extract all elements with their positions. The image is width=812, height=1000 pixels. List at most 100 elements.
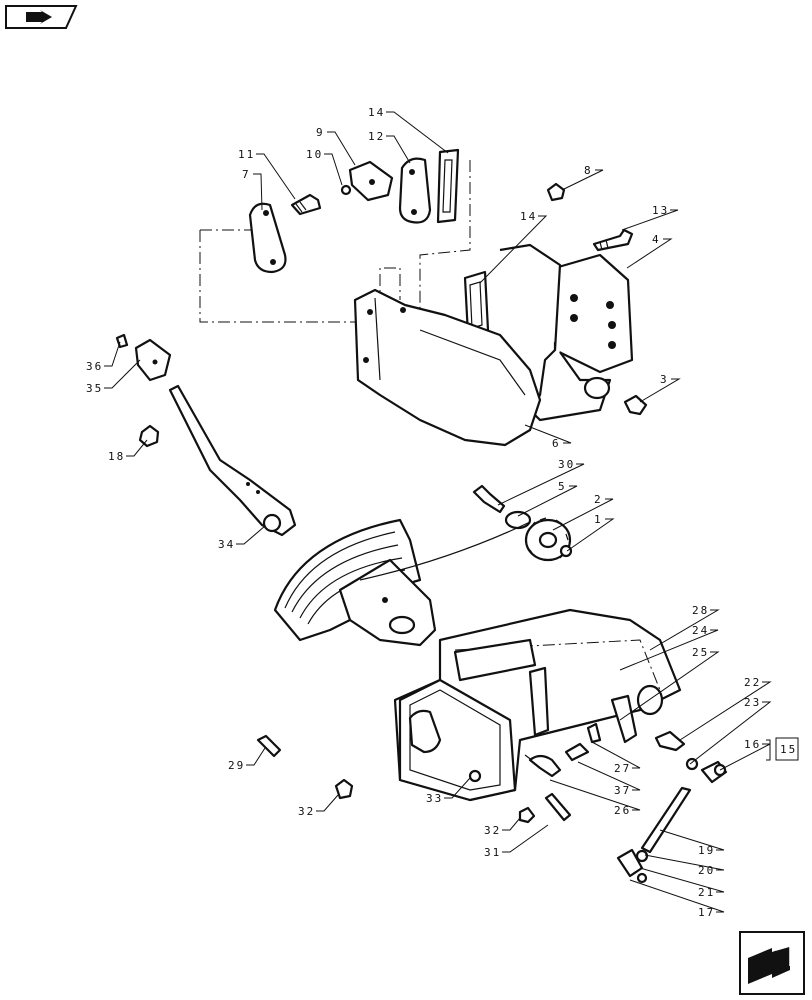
leader-27 bbox=[591, 741, 641, 769]
callout-26: 26 bbox=[614, 804, 631, 817]
callout-22: 22 bbox=[744, 676, 761, 689]
plate-12 bbox=[398, 157, 432, 224]
leader-14 bbox=[479, 215, 548, 284]
leader-35 bbox=[104, 359, 141, 389]
callout-23: 23 bbox=[744, 696, 761, 709]
leader-6 bbox=[524, 424, 572, 444]
leader-17 bbox=[629, 879, 725, 913]
nut-1 bbox=[559, 544, 573, 558]
boxed-label-text: 15 bbox=[780, 743, 797, 756]
leader-7 bbox=[253, 173, 263, 211]
callout-32: 32 bbox=[484, 824, 501, 837]
leader-13 bbox=[621, 209, 679, 231]
callout-9: 9 bbox=[316, 126, 325, 139]
callout-19: 19 bbox=[698, 844, 715, 857]
callout-14: 14 bbox=[520, 210, 537, 223]
leader-20 bbox=[644, 854, 725, 871]
bolt-30 bbox=[472, 484, 506, 514]
next-page-icon[interactable] bbox=[739, 931, 805, 995]
bolt-29 bbox=[256, 734, 282, 758]
callout-25: 25 bbox=[692, 646, 709, 659]
callout-34: 34 bbox=[218, 538, 235, 551]
callout-2: 2 bbox=[594, 493, 603, 506]
callout-30: 30 bbox=[558, 458, 575, 471]
callout-31: 31 bbox=[484, 846, 501, 859]
callout-33: 33 bbox=[426, 792, 443, 805]
leader-4 bbox=[626, 238, 673, 269]
link-plate-7 bbox=[248, 202, 287, 274]
clevis-21 bbox=[616, 848, 644, 878]
rod-19 bbox=[640, 786, 692, 854]
block-35 bbox=[134, 338, 172, 382]
fan-guide bbox=[273, 518, 531, 647]
callout-27: 27 bbox=[614, 762, 631, 775]
clevis-16 bbox=[700, 760, 728, 784]
nav-tab-icon[interactable] bbox=[5, 5, 78, 29]
callout-3: 3 bbox=[660, 373, 669, 386]
stud-31 bbox=[544, 792, 572, 822]
callout-32: 32 bbox=[298, 805, 315, 818]
gear-2 bbox=[524, 517, 572, 562]
leader-23 bbox=[689, 701, 772, 765]
callout-29: 29 bbox=[228, 759, 245, 772]
assembly-dash-lines bbox=[199, 160, 471, 323]
nut-20 bbox=[635, 849, 649, 863]
callout-10: 10 bbox=[306, 148, 323, 161]
pin-22 bbox=[654, 730, 686, 752]
leader-36 bbox=[104, 341, 121, 367]
callout-13: 13 bbox=[652, 204, 669, 217]
leader-30 bbox=[497, 463, 585, 506]
leader-21 bbox=[639, 867, 725, 893]
leader-9 bbox=[327, 131, 356, 166]
nut-32-left bbox=[334, 778, 354, 800]
callout-1: 1 bbox=[594, 513, 603, 526]
main-housing bbox=[393, 608, 682, 802]
callout-18: 18 bbox=[108, 450, 125, 463]
leader-24 bbox=[619, 629, 719, 671]
leader-5 bbox=[517, 485, 578, 517]
leader-18 bbox=[126, 439, 148, 457]
callout-8: 8 bbox=[584, 164, 593, 177]
nut-18 bbox=[138, 424, 160, 448]
callout-37: 37 bbox=[614, 784, 631, 797]
bracket-4 bbox=[499, 243, 634, 422]
leader-25 bbox=[619, 651, 720, 721]
leader-34 bbox=[236, 525, 266, 545]
leader-19 bbox=[659, 829, 725, 851]
callout-6: 6 bbox=[552, 437, 561, 450]
leader-29 bbox=[246, 747, 266, 766]
leader-32 bbox=[502, 817, 521, 831]
leader-1 bbox=[566, 518, 615, 552]
nut-10 bbox=[340, 184, 352, 196]
leader-31 bbox=[502, 824, 549, 853]
callout-16: 16 bbox=[744, 738, 761, 751]
bolt-13 bbox=[592, 228, 634, 252]
leader-37 bbox=[577, 761, 641, 791]
callout-14: 14 bbox=[368, 106, 385, 119]
leader-3 bbox=[639, 378, 681, 403]
leader-lines bbox=[104, 111, 772, 913]
nut-32-right bbox=[518, 806, 536, 824]
lever-34 bbox=[168, 384, 297, 537]
callout-35: 35 bbox=[86, 382, 103, 395]
callout-4: 4 bbox=[652, 233, 661, 246]
leader-12 bbox=[386, 135, 411, 164]
washer-23 bbox=[685, 757, 699, 771]
callout-36: 36 bbox=[86, 360, 103, 373]
clip-27 bbox=[586, 722, 602, 744]
callout-12: 12 bbox=[368, 130, 385, 143]
callout-11: 11 bbox=[238, 148, 255, 161]
pipe-26 bbox=[528, 754, 562, 778]
leader-8 bbox=[561, 169, 604, 191]
callout-17: 17 bbox=[698, 906, 715, 919]
callout-24: 24 bbox=[692, 624, 709, 637]
callout-5: 5 bbox=[558, 480, 567, 493]
nut-8 bbox=[546, 182, 566, 202]
callout-7: 7 bbox=[242, 168, 251, 181]
leader-26 bbox=[549, 779, 641, 811]
leader-14 bbox=[386, 111, 449, 154]
cover-6 bbox=[353, 288, 542, 447]
pin-17 bbox=[636, 872, 648, 884]
